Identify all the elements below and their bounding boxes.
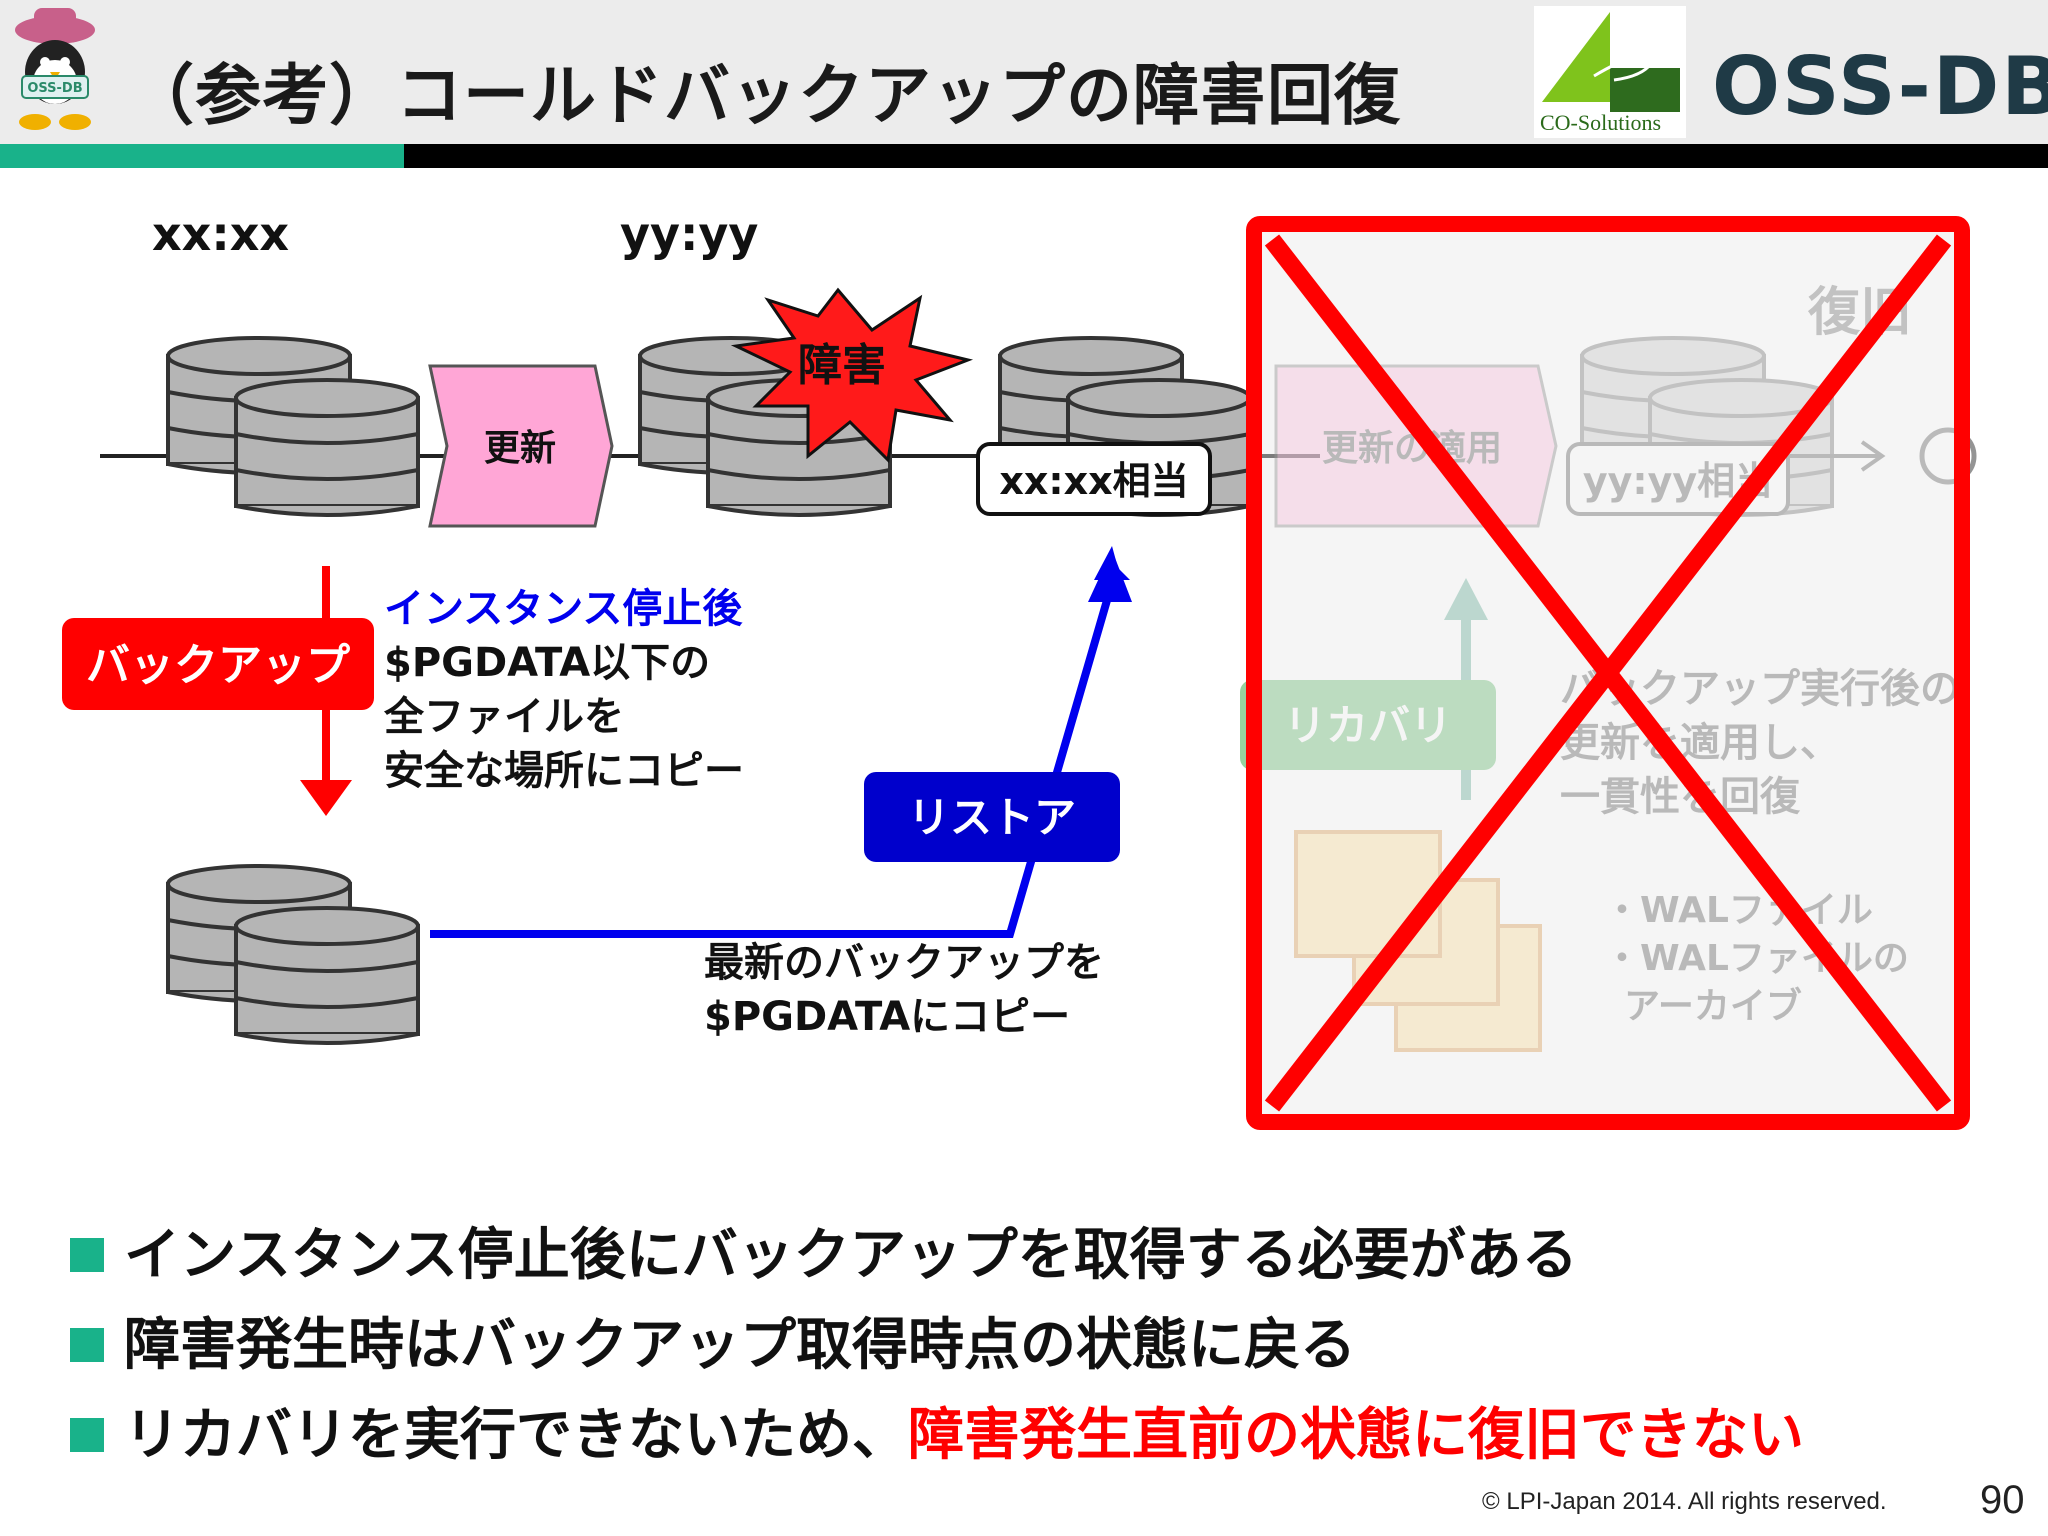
wal-note-line: ・WALファイルの [1604, 938, 1909, 979]
time-end-label: yy:yy [620, 207, 758, 261]
backup-note-line: 安全な場所にコピー [384, 748, 744, 794]
database-icon [168, 338, 418, 515]
circle-mark-icon [1919, 427, 1977, 485]
bullet-item: 障害発生時はバックアップ取得時点の状態に戻る [70, 1300, 1804, 1390]
recovery-label: リカバリ [1284, 701, 1452, 750]
restore-arrow [430, 588, 1114, 938]
restore-note-line: 最新のバックアップを [704, 940, 1104, 986]
recovery-label-box [1240, 680, 1496, 770]
restore-label-box [864, 772, 1120, 862]
bullet-square-icon [70, 1237, 104, 1272]
bullet-text: 障害発生時はバックアップ取得時点の状態に戻る [124, 1313, 1356, 1378]
backup-label-box [62, 618, 374, 710]
oss-db-logo: OSS-DB [1712, 40, 2048, 133]
equiv-label: xx:xx相当 [999, 459, 1188, 503]
cross-out-mark-icon [1264, 234, 1952, 1112]
page-number: 90 [1980, 1478, 2025, 1522]
mascot-badge-text: OSS-DB [27, 81, 82, 96]
wal-note-line: ・WALファイル [1604, 890, 1873, 931]
diagram: xx:xx yy:yy 更新 障害 xx:xx相当 バックアップ インスタンス停… [62, 207, 1977, 1130]
penguin-mascot-icon: OSS-DB [15, 8, 95, 130]
bullet-highlight: 障害発生直前の状態に復旧できない [908, 1403, 1804, 1468]
bullet-item: インスタンス停止後にバックアップを取得する必要がある [70, 1210, 1804, 1300]
bullet-text: リカバリを実行できないため、 [124, 1403, 908, 1468]
update-chevron [428, 364, 614, 528]
recovery-note-line: 更新を適用し、 [1560, 720, 1840, 766]
copyright: © LPI-Japan 2014. All rights reserved. [1482, 1488, 1887, 1515]
recovery-arrow-head-icon [1444, 578, 1488, 620]
yy-equiv-box [1566, 442, 1790, 516]
wal-file-icon [1294, 830, 1442, 958]
backup-note-line: $PGDATA以下の [384, 640, 710, 686]
arrow-right-icon [1860, 440, 1886, 472]
header-bar [0, 0, 2048, 144]
backup-label: バックアップ [86, 640, 350, 691]
co-solutions-logo [1534, 6, 1686, 138]
apply-chevron [1274, 364, 1558, 528]
bullet-square-icon [70, 1417, 104, 1452]
bullet-square-icon [70, 1327, 104, 1362]
wal-note-line: アーカイブ [1624, 985, 1802, 1027]
update-label: 更新 [484, 428, 556, 469]
bullet-item: リカバリを実行できないため、障害発生直前の状態に復旧できない [70, 1390, 1804, 1480]
failure-burst-icon [730, 287, 974, 464]
recovery-note-line: 一貫性を回復 [1560, 774, 1801, 820]
failure-label: 障害 [798, 340, 886, 391]
backup-note-line: インスタンス停止後 [384, 586, 743, 632]
restore-note-line: $PGDATAにコピー [704, 994, 1070, 1040]
backup-arrow-head-icon [300, 780, 352, 816]
backup-note-line: 全ファイルを [383, 694, 624, 740]
co-solutions-text: CO-Solutions [1540, 110, 1662, 135]
bullet-list: インスタンス停止後にバックアップを取得する必要がある 障害発生時はバックアップ取… [70, 1210, 1804, 1480]
bullet-text: インスタンス停止後にバックアップを取得する必要がある [124, 1223, 1578, 1288]
equiv-label-box [976, 442, 1212, 516]
time-start-label: xx:xx [152, 207, 289, 261]
header-accent-bar [0, 144, 404, 168]
page-title: （参考）コールドバックアップの障害回復 [128, 57, 1401, 134]
restore-label: リストア [908, 793, 1076, 842]
co-solutions-logo-icon [1542, 12, 1680, 112]
wal-file-icon [1394, 924, 1542, 1052]
database-icon [168, 866, 418, 1043]
header-rule [404, 144, 2048, 168]
